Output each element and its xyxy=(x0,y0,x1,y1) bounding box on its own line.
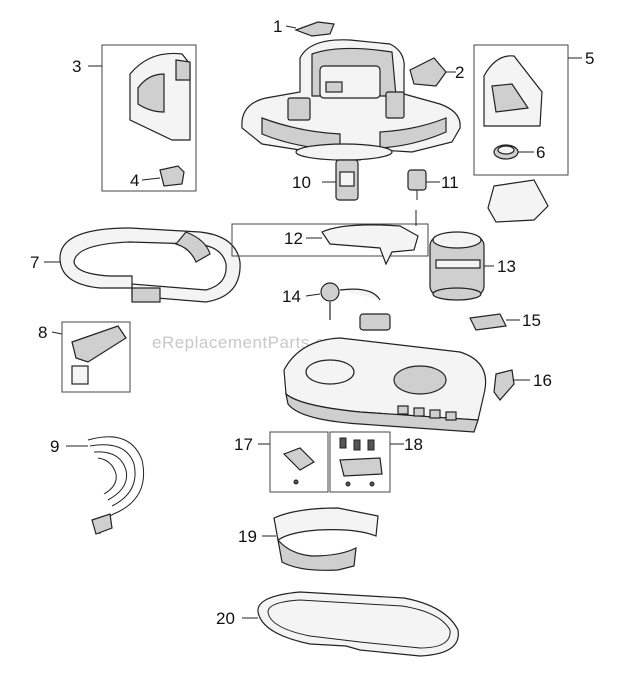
callout-19: 19 xyxy=(238,527,257,546)
part-11-valve xyxy=(407,169,427,200)
callout-16: 16 xyxy=(533,371,552,390)
part-12-arm xyxy=(321,210,419,266)
part-4-clip xyxy=(159,165,185,187)
part-10-valve xyxy=(335,159,359,201)
callout-18: 18 xyxy=(404,435,423,454)
part-2-plate xyxy=(409,57,447,87)
part-6-cap xyxy=(493,144,519,160)
callout-11: 11 xyxy=(441,173,459,192)
callout-5: 5 xyxy=(585,49,594,68)
part-9-cord xyxy=(87,436,145,535)
callout-2: 2 xyxy=(455,63,464,82)
part-20-gasket xyxy=(257,591,459,657)
part-19-band xyxy=(273,507,379,571)
callout-6: 6 xyxy=(536,143,545,162)
part-1-latch xyxy=(294,21,335,37)
part-14-pump xyxy=(320,282,391,331)
callout-8: 8 xyxy=(38,323,47,342)
part-13-motor xyxy=(429,231,485,301)
base-tank xyxy=(283,337,487,433)
callout-17: 17 xyxy=(234,435,253,454)
callout-14: 14 xyxy=(282,287,301,306)
callout-10: 10 xyxy=(292,173,311,192)
callout-12: 12 xyxy=(284,229,303,248)
box-3-4 xyxy=(101,44,197,192)
part-8-tool xyxy=(71,325,127,385)
box-12 xyxy=(231,223,429,257)
part-18-brush-kit xyxy=(339,437,383,487)
part-5-tank xyxy=(483,55,543,127)
box-5-6 xyxy=(473,44,569,176)
callout-13: 13 xyxy=(497,257,516,276)
part-7-hose xyxy=(59,227,241,303)
part-16-latch xyxy=(493,369,515,401)
callout-3: 3 xyxy=(72,57,81,76)
callout-7: 7 xyxy=(30,253,39,272)
box-17 xyxy=(269,431,329,493)
part-17-spray-tip xyxy=(282,447,315,485)
watermark: eReplacementParts.com xyxy=(152,333,349,352)
callout-4: 4 xyxy=(130,171,139,190)
part-3-tank-cover xyxy=(129,52,191,141)
top-handle-assembly xyxy=(241,39,461,161)
callout-1: 1 xyxy=(273,17,282,36)
box-8 xyxy=(61,321,131,393)
callout-9: 9 xyxy=(50,437,59,456)
callout-20: 20 xyxy=(216,609,235,628)
base-cover-bracket xyxy=(487,179,549,223)
callout-15: 15 xyxy=(522,311,541,330)
box-18 xyxy=(329,431,391,493)
part-15-connector xyxy=(469,313,507,331)
